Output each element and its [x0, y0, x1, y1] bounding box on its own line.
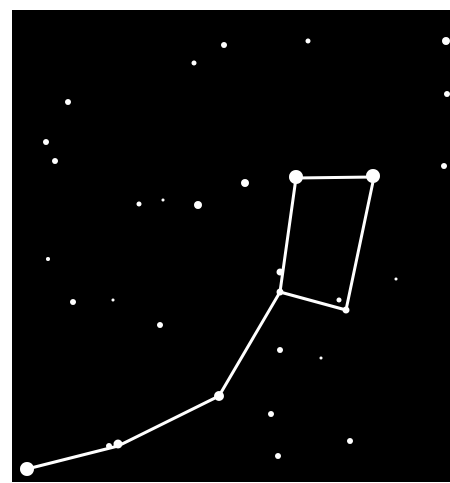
background-star	[241, 179, 249, 187]
background-star	[268, 411, 274, 417]
star-box-top-right	[366, 169, 380, 183]
background-star	[137, 202, 142, 207]
background-star	[320, 357, 323, 360]
constellation-svg	[12, 10, 450, 482]
background-star	[162, 199, 165, 202]
star-tail-4	[214, 391, 224, 401]
background-star	[275, 453, 281, 459]
star-tail-end	[20, 462, 34, 476]
background-star	[43, 139, 49, 145]
star-tail-3	[114, 440, 123, 449]
background-star	[157, 322, 163, 328]
background-star	[192, 61, 197, 66]
background-star	[395, 278, 398, 281]
star-box-bottom-right	[343, 307, 350, 314]
star-junction	[277, 289, 284, 296]
background-star	[306, 39, 311, 44]
background-star	[46, 257, 50, 261]
star-box-top-left	[289, 170, 303, 184]
star-junction-upper	[277, 269, 284, 276]
background-star	[347, 438, 353, 444]
constellation-tail-line	[27, 177, 374, 469]
background-star	[112, 299, 115, 302]
star-tail-2	[106, 443, 112, 449]
background-star	[277, 347, 283, 353]
background-star	[221, 42, 227, 48]
star-box-inner	[337, 298, 342, 303]
background-star	[194, 201, 202, 209]
background-star	[65, 99, 71, 105]
background-star	[442, 37, 450, 45]
background-star	[441, 163, 447, 169]
background-star	[52, 158, 58, 164]
night-sky	[12, 10, 450, 482]
background-star	[70, 299, 76, 305]
background-star	[444, 91, 450, 97]
